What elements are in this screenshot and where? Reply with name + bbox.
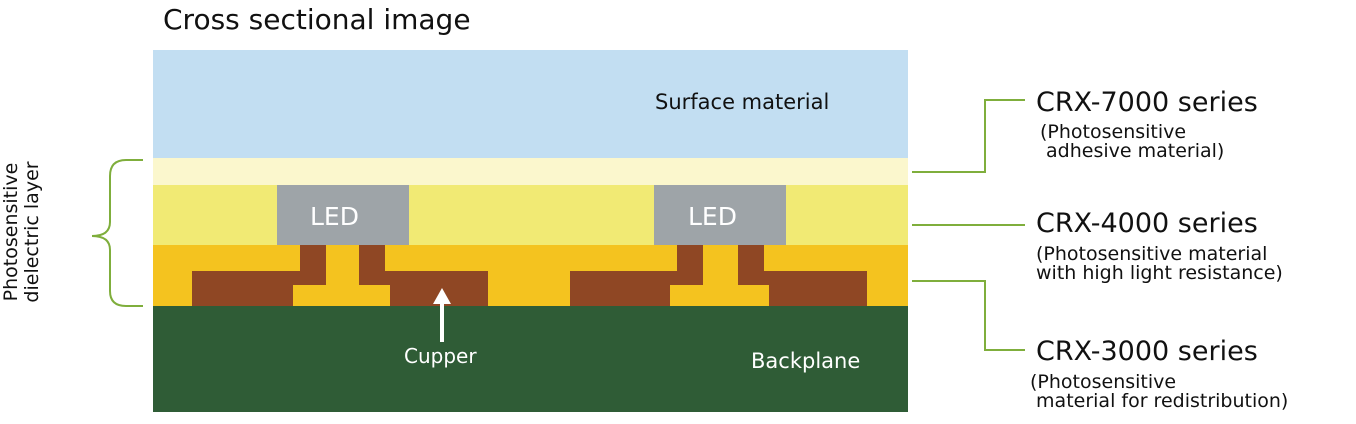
copper-trace-right-2 xyxy=(738,245,867,306)
copper-trace-right-1 xyxy=(570,245,703,306)
series-3000-title: CRX-3000 series xyxy=(1036,336,1258,367)
series-7000-desc: (Photosensitive adhesive material) xyxy=(1040,121,1225,163)
led-dielectric-layer xyxy=(153,185,908,245)
series-4000-title: CRX-4000 series xyxy=(1036,208,1258,239)
copper-trace-left-2 xyxy=(359,245,488,306)
adhesive-layer xyxy=(153,158,908,185)
diagram-title: Cross sectional image xyxy=(163,3,471,36)
cupper-label: Cupper xyxy=(404,344,477,368)
cupper-arrow-head xyxy=(433,288,451,304)
leader-line-3000 xyxy=(912,280,1025,351)
leader-line-7000 xyxy=(912,99,1025,173)
backplane-label: Backplane xyxy=(751,349,861,373)
led-chip-2 xyxy=(654,185,786,245)
led-chip-1 xyxy=(277,185,409,245)
copper-trace-left-1 xyxy=(192,245,326,306)
series-7000-title: CRX-7000 series xyxy=(1036,87,1258,118)
series-4000-desc: (Photosensitive material with high light… xyxy=(1036,243,1283,285)
series-3000-desc: (Photosensitive material for redistribut… xyxy=(1030,371,1289,413)
dielectric-bracket xyxy=(91,159,143,307)
dielectric-layer-label: Photosensitive dielectric layer xyxy=(0,161,43,303)
backplane-layer xyxy=(153,306,908,412)
surface-layer xyxy=(153,50,908,158)
led-label-2: LED xyxy=(688,202,737,231)
led-label-1: LED xyxy=(310,202,359,231)
surface-material-label: Surface material xyxy=(655,90,830,114)
